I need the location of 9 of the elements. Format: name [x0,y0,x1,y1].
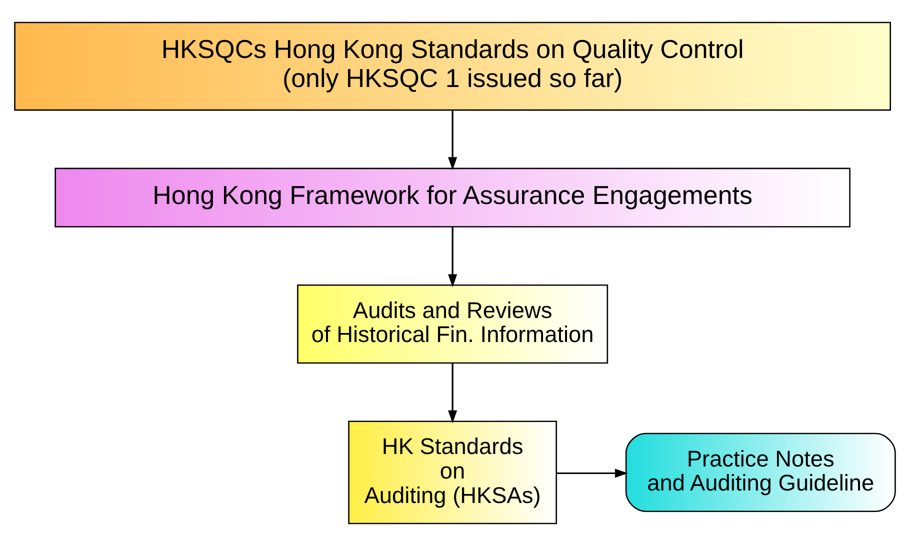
arrow [556,468,628,478]
arrow [448,110,458,170]
node-box: Practice Notes and Auditing Guideline [625,432,896,512]
arrow [448,363,458,424]
arrow [448,226,458,288]
node-box: HK Standards on Auditing (HKSAs) [348,420,557,524]
node-box: Hong Kong Framework for Assurance Engagements [54,168,850,228]
node-box: Audits and Reviews of Historical Fin. Information [297,284,608,364]
node-box: HKSQCs Hong Kong Standards on Quality Control (only HKSQC 1 issued so far) [14,22,891,111]
